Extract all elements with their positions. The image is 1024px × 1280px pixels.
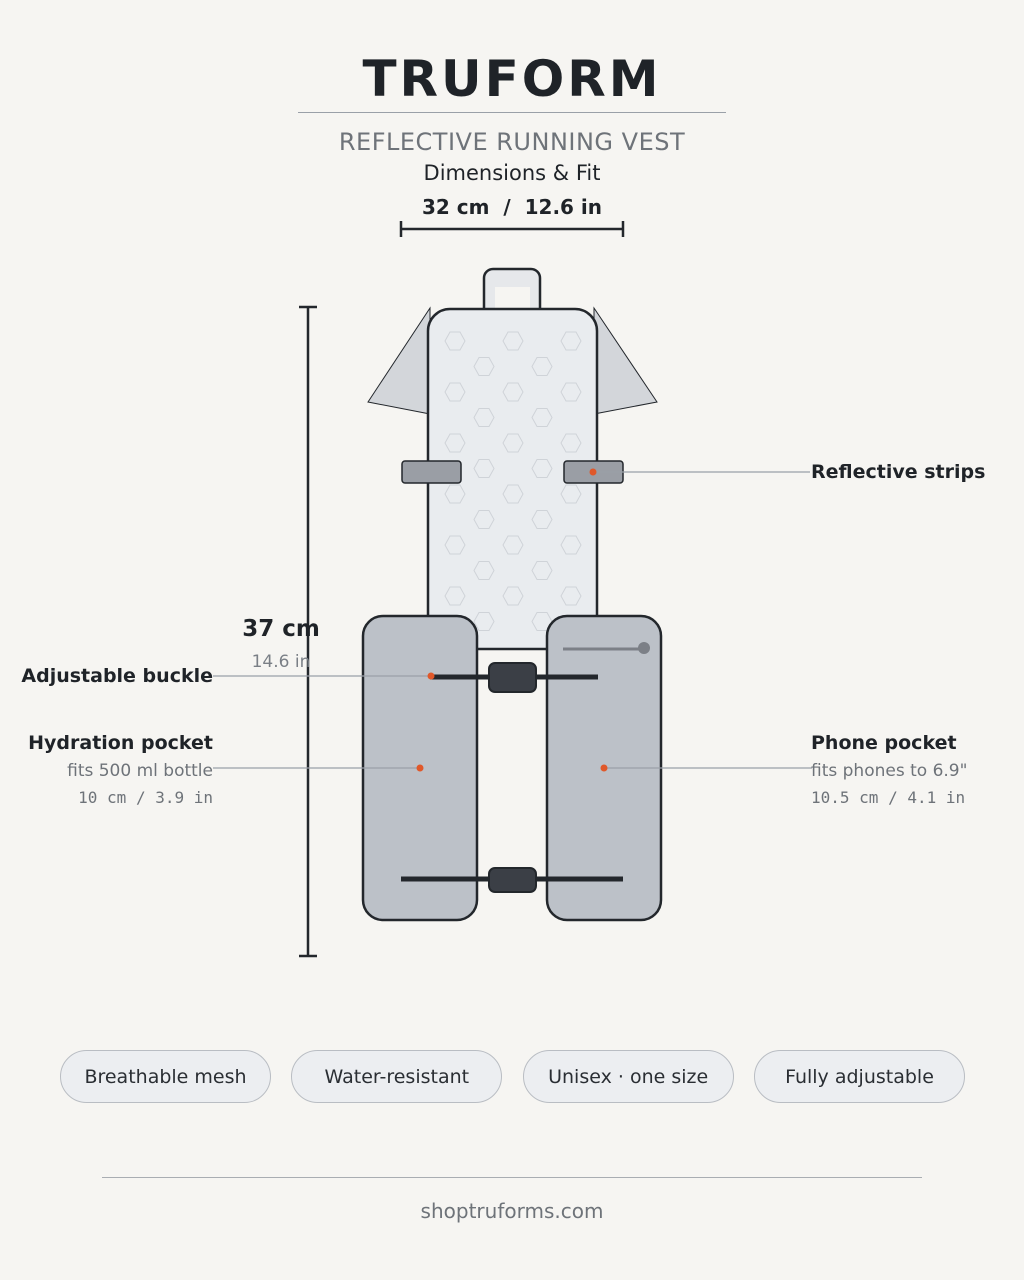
feature-pill-unisex: Unisex · one size [522,1050,734,1103]
footer-divider [102,1177,922,1178]
footer-url[interactable]: shoptruforms.com [420,1199,604,1223]
upper-buckle [488,662,537,693]
feature-pill-water-resistant: Water-resistant [291,1050,503,1103]
feature-pill-adjustable: Fully adjustable [753,1050,965,1103]
reflective-strips-label: Reflective strips [811,461,986,483]
height-dimension-cm: 37 cm [242,616,320,642]
feature-pill-breathable: Breathable mesh [60,1050,271,1103]
page-subtitle: Dimensions & Fit [423,161,601,185]
phone-pocket-label: Phone pocket [811,732,957,754]
right-shoulder-wing [593,306,658,415]
height-dimension-in: 14.6 in [251,652,311,672]
height-dimension-line [299,305,317,958]
adjustable-buckle-label: Adjustable buckle [21,665,213,687]
reflective-strip-left [401,460,462,484]
reflective-marker [589,468,597,476]
left-shoulder-wing [367,306,431,415]
phone-marker [600,764,608,772]
product-name: REFLECTIVE RUNNING VEST [338,128,686,156]
phone-pocket-size: 10.5 cm / 4.1 in [811,788,966,807]
phone-pocket-note: fits phones to 6.9" [811,761,968,781]
width-dimension-label: 32 cm / 12.6 in [421,195,603,219]
mesh-pattern [440,330,586,635]
hydration-pocket-label: Hydration pocket [28,732,213,754]
hydration-pocket-note: fits 500 ml bottle [67,761,213,781]
lower-buckle [488,867,537,893]
brand-title: TRUFORM [362,50,662,108]
zipper-pull [638,642,650,654]
callout-leaders [213,471,812,769]
width-dimension-line [399,221,625,237]
hydration-marker [416,764,424,772]
title-divider [298,112,726,113]
buckle-marker [427,672,435,680]
feature-list: Breathable mesh Water-resistant Unisex ·… [60,1050,965,1105]
hydration-pocket-size: 10 cm / 3.9 in [78,788,213,807]
